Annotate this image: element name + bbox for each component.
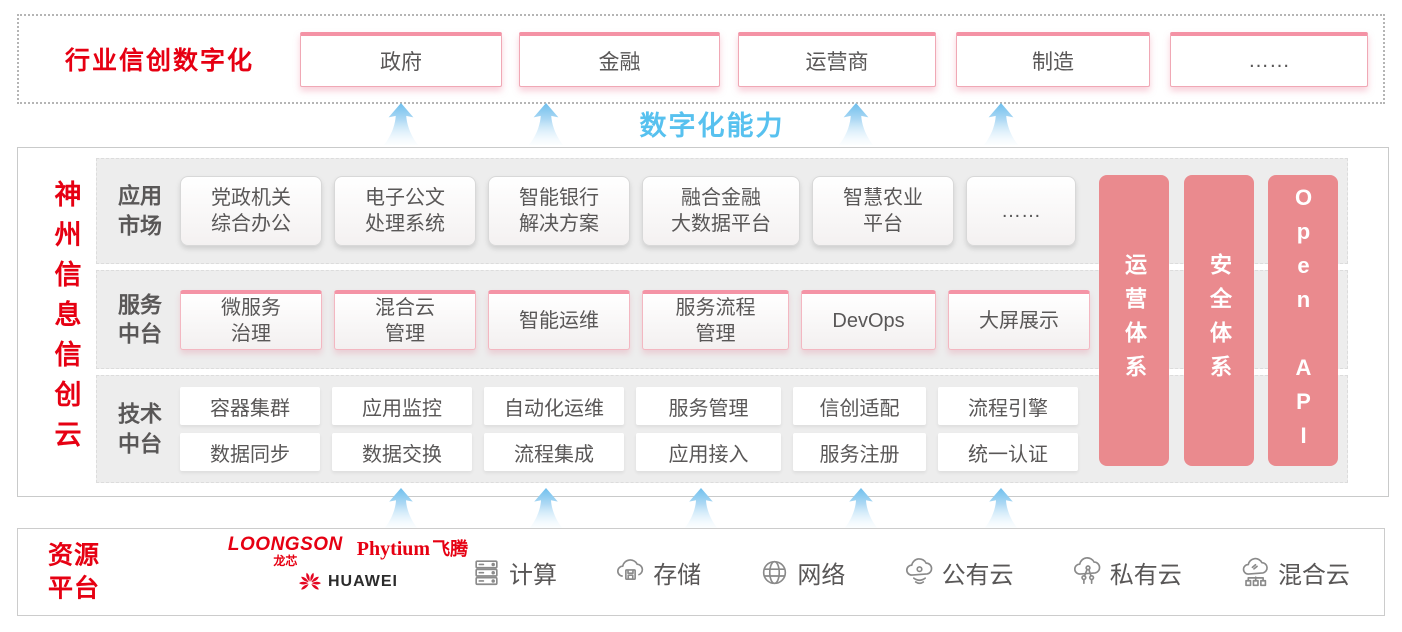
resource-item-compute: 计算 [470,555,557,590]
service-box: 微服务 治理 [180,289,322,350]
up-arrow-icon [528,103,564,145]
resource-item-label: 公有云 [941,561,1014,589]
industry-box-finance: 金融 [519,32,720,87]
resource-item-label: 混合云 [1277,561,1350,589]
resource-panel: 资源 平台 LOONGSON 龙芯 Phytium 飞腾 [17,528,1385,616]
service-box: 智能运维 [488,289,630,350]
resource-item-label: 计算 [509,561,557,589]
platform-panel: 神州信息信创云 应用 市场 党政机关 综合办公 电子公文 处理系统 智能银行 解… [17,147,1389,497]
tech-box: 应用接入 [636,433,781,471]
huawei-wordmark: HUAWEI [328,572,398,590]
resource-item-public-cloud: 公有云 [903,555,1014,590]
app-box: 党政机关 综合办公 [180,176,322,246]
storage-cloud-icon [617,558,644,580]
industry-banner: 行业信创数字化 政府 金融 运营商 制造 …… [17,14,1385,104]
up-arrow-icon [383,103,419,145]
capability-label: 数字化能力 [639,111,785,141]
industry-box-operator: 运营商 [738,32,936,87]
service-box: 大屏展示 [948,289,1090,350]
resource-item-label: 私有云 [1109,561,1182,589]
phytium-cn: 飞腾 [432,539,469,559]
loongson-cn: 龙芯 [273,554,298,568]
banner-title: 行业信创数字化 [65,47,255,75]
hybrid-cloud-icon [1242,557,1268,586]
tech-row-1: 容器集群 应用监控 自动化运维 服务管理 信创适配 流程引擎 [180,387,1078,425]
resource-item-network: 网络 [758,555,845,590]
tech-box: 服务注册 [793,433,926,471]
tech-box: 流程集成 [484,433,624,471]
service-items: 微服务 治理 混合云 管理 智能运维 服务流程 管理 DevOps 大屏展示 [180,271,1090,368]
tech-box: 流程引擎 [938,387,1078,425]
phytium-logo: Phytium 飞腾 [357,539,468,559]
huawei-logo: HUAWEI [298,571,398,592]
up-arrow-icon [838,103,874,145]
tech-box: 信创适配 [793,387,926,425]
app-box: 智慧农业 平台 [812,176,954,246]
industry-box-list: 政府 金融 运营商 制造 …… [19,16,1383,102]
resource-item-label: 存储 [653,561,702,589]
industry-box-more: …… [1170,32,1368,87]
tech-box: 服务管理 [636,387,781,425]
platform-title: 神州信息信创云 [50,180,81,460]
loongson-logo: LOONGSON 龙芯 [228,535,343,567]
public-cloud-icon [905,557,932,584]
app-box: 智能银行 解决方案 [488,176,630,246]
tech-box: 统一认证 [938,433,1078,471]
tech-box: 数据交换 [332,433,472,471]
app-box: 融合金融 大数据平台 [642,176,800,246]
tech-box: 自动化运维 [484,387,624,425]
service-label: 服务 中台 [117,291,162,347]
resource-label: 资源 平台 [48,541,101,603]
resource-item-hybrid-cloud: 混合云 [1239,555,1350,590]
up-arrow-icon [983,103,1019,145]
up-arrow-icon [384,488,418,528]
up-arrow-icon [984,488,1018,528]
side-bar-security: 安全体系 [1184,175,1254,466]
tech-box: 应用监控 [332,387,472,425]
tech-box: 数据同步 [180,433,320,471]
side-bar-operations: 运营体系 [1099,175,1169,466]
private-cloud-icon [1073,556,1101,584]
loongson-wordmark: LOONGSON [227,534,343,555]
up-arrow-icon [844,488,878,528]
tech-label: 技术 中台 [117,401,162,456]
phytium-wordmark: Phytium [356,538,431,560]
service-box: DevOps [801,289,936,350]
up-arrow-icon [684,488,718,528]
tech-box: 容器集群 [180,387,320,425]
service-box: 服务流程 管理 [642,289,789,350]
network-globe-icon [763,560,787,584]
tech-row-2: 数据同步 数据交换 流程集成 应用接入 服务注册 统一认证 [180,433,1078,471]
resource-item-storage: 存储 [614,555,701,590]
tech-items: 容器集群 应用监控 自动化运维 服务管理 信创适配 流程引擎 数据同步 数据交换… [180,376,1078,482]
industry-box-manufacturing: 制造 [956,32,1150,87]
up-arrow-icon [529,488,563,528]
huawei-flower-icon [299,572,321,590]
resource-item-label: 网络 [797,561,846,589]
app-box: 电子公文 处理系统 [334,176,476,246]
app-box-more: …… [966,176,1076,246]
app-market-items: 党政机关 综合办公 电子公文 处理系统 智能银行 解决方案 融合金融 大数据平台… [180,159,1076,263]
vendor-logos: LOONGSON 龙芯 Phytium 飞腾 [198,535,498,592]
server-icon [475,559,498,585]
side-bar-open-api: Open API [1268,175,1338,466]
service-box: 混合云 管理 [334,289,476,350]
app-market-label: 应用 市场 [117,183,162,238]
industry-box-government: 政府 [300,32,502,87]
resource-item-private-cloud: 私有云 [1071,555,1182,590]
resource-item-list: 计算 存储 [470,529,1350,615]
